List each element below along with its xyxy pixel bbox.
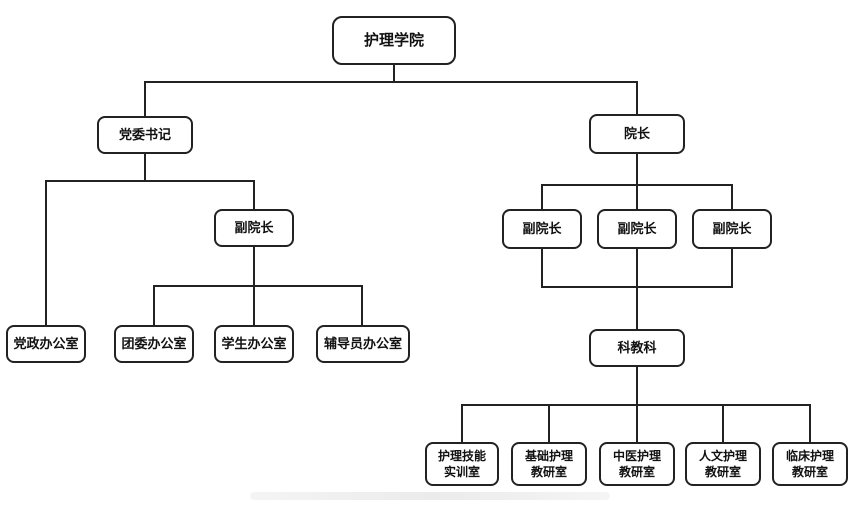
node-dean: 院长	[589, 114, 685, 154]
node-nursing-skills-line2: 实训室	[443, 465, 480, 479]
node-tcm-nursing-line1: 中医护理	[612, 449, 661, 463]
node-party-secretary: 党委书记	[97, 116, 193, 154]
node-vice-dean-r1-label: 副院长	[522, 221, 562, 237]
node-humanistic-nursing-line1: 人文护理	[698, 449, 747, 463]
node-humanistic-nursing-room: 人文护理 教研室	[685, 442, 761, 486]
node-party-secretary-label: 党委书记	[118, 127, 171, 143]
node-clinical-nursing-line2: 教研室	[791, 465, 828, 479]
node-clinical-nursing-line1: 临床护理	[785, 449, 834, 463]
node-research-education-label: 科教科	[617, 340, 657, 356]
node-nursing-skills-line1: 护理技能	[437, 449, 486, 463]
node-humanistic-nursing-line2: 教研室	[704, 465, 741, 479]
node-vice-dean-left-label: 副院长	[234, 220, 274, 236]
node-dean-label: 院长	[623, 126, 650, 142]
node-student-office: 学生办公室	[214, 325, 294, 363]
node-party-office: 党政办公室	[6, 325, 86, 363]
node-basic-nursing-room: 基础护理 教研室	[511, 442, 587, 486]
blurred-caption	[250, 492, 610, 500]
node-counselor-office: 辅导员办公室	[316, 325, 410, 363]
node-nursing-skills-lab: 护理技能 实训室	[425, 442, 499, 486]
node-tcm-nursing-line2: 教研室	[618, 465, 655, 479]
node-youth-league-office: 团委办公室	[114, 325, 194, 363]
node-vice-dean-left: 副院长	[214, 209, 294, 247]
node-root-label: 护理学院	[363, 31, 424, 49]
node-vice-dean-r1: 副院长	[502, 209, 582, 249]
node-tcm-nursing-room: 中医护理 教研室	[599, 442, 675, 486]
node-counselor-office-label: 辅导员办公室	[323, 336, 402, 352]
node-basic-nursing-line2: 教研室	[530, 465, 567, 479]
node-student-office-label: 学生办公室	[221, 336, 287, 352]
node-vice-dean-r2: 副院长	[597, 209, 677, 249]
node-vice-dean-r3-label: 副院长	[712, 221, 752, 237]
node-root: 护理学院	[332, 16, 456, 65]
node-basic-nursing-line1: 基础护理	[524, 449, 573, 463]
node-vice-dean-r3: 副院长	[692, 209, 772, 249]
node-vice-dean-r2-label: 副院长	[617, 221, 657, 237]
node-party-office-label: 党政办公室	[13, 336, 79, 352]
node-clinical-nursing-room: 临床护理 教研室	[772, 442, 848, 486]
node-youth-league-office-label: 团委办公室	[121, 336, 187, 352]
node-research-education: 科教科	[589, 329, 685, 367]
